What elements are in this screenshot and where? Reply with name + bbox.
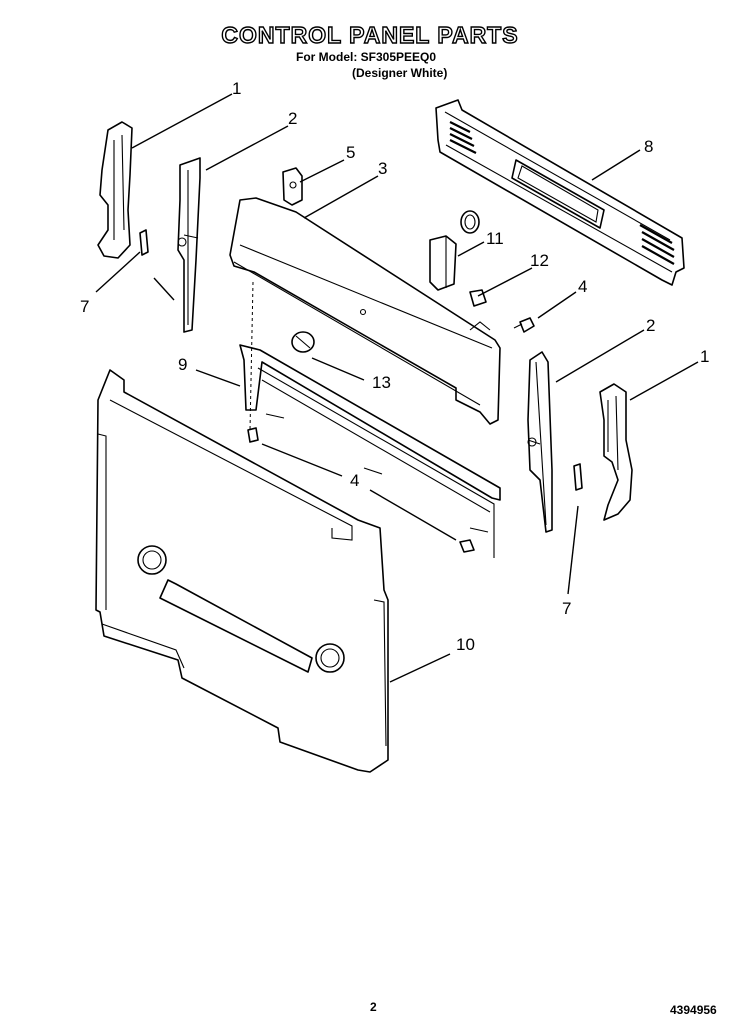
part-side-bracket-right [527, 351, 553, 533]
part-small-bracket [282, 167, 303, 206]
callout-1-right: 1 [700, 347, 709, 366]
callout-3: 3 [378, 159, 387, 178]
part-clip-right [573, 463, 583, 491]
part-front-panel [95, 369, 389, 773]
part-side-bracket-left [177, 157, 201, 333]
callout-2-top: 2 [288, 109, 297, 128]
part-rear-panel [435, 99, 685, 286]
part-control-panel [229, 197, 501, 425]
callout-9: 9 [178, 355, 187, 374]
part-frame-rail [239, 344, 501, 558]
part-end-cap-right [599, 383, 633, 521]
part-screw-lower-right [459, 539, 475, 553]
page-number: 2 [370, 1000, 377, 1014]
callout-11: 11 [486, 229, 504, 248]
leader-lines [95, 93, 699, 683]
part-screw-top [513, 317, 535, 333]
callout-12: 12 [530, 251, 549, 270]
callout-7-right: 7 [562, 599, 571, 618]
callout-13: 13 [372, 373, 391, 392]
variant-line: (Designer White) [352, 66, 448, 80]
part-end-cap-left [97, 121, 133, 259]
callout-5: 5 [346, 143, 355, 162]
callout-10: 10 [456, 635, 475, 654]
model-line: For Model: SF305PEEQ0 [296, 50, 437, 64]
callout-4-lower: 4 [350, 471, 359, 490]
callout-4-top: 4 [578, 277, 587, 296]
document-number: 4394956 [670, 1003, 717, 1017]
callout-1-top: 1 [232, 79, 241, 98]
part-screw-lower-left [247, 427, 259, 443]
page-title: CONTROL PANEL PARTS [221, 21, 519, 48]
callout-2-right: 2 [646, 316, 655, 335]
part-timer-box [429, 210, 480, 291]
callout-8: 8 [644, 137, 653, 156]
part-knob [291, 331, 315, 353]
part-clip-left [139, 229, 149, 256]
callout-7-left: 7 [80, 297, 89, 316]
